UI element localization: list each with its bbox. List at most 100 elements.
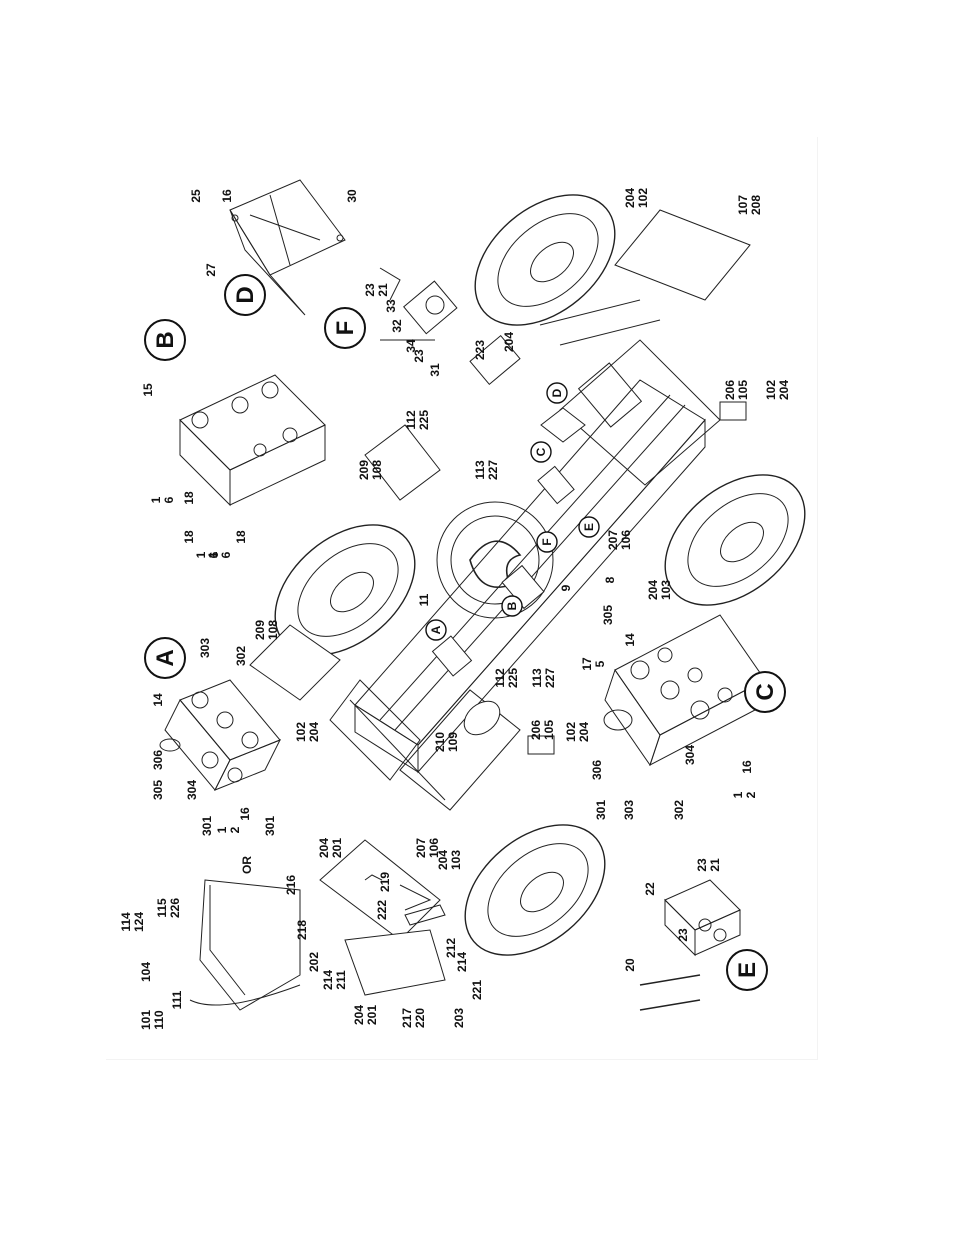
part-callout-n: 222 [375, 900, 389, 920]
part-callout-bn: 33 [384, 299, 398, 313]
part-callout-u: 207106 [414, 838, 441, 858]
part-callout-bc: 206105 [723, 380, 750, 400]
part-callout-d: 115226 [155, 898, 182, 918]
front-cover-104 [189, 879, 301, 1011]
part-callout-t: 204103 [436, 850, 463, 870]
part-callout-by: 302 [672, 800, 686, 820]
part-callout-an: 9 [559, 584, 573, 591]
locator-letter-d: D [546, 382, 568, 404]
svg-text:A: A [429, 625, 443, 634]
part-callout-bq: 23 [412, 349, 426, 363]
part-callout-ah: 210109 [433, 732, 460, 752]
part-callout-q: 221 [470, 980, 484, 1000]
part-callout-ag: 209108 [253, 620, 280, 640]
locator-letter-e: E [578, 516, 600, 538]
part-callout-bl: 27 [204, 263, 218, 277]
part-callout-r: 203 [452, 1008, 466, 1028]
part-callout-aw: 15 [141, 383, 155, 397]
part-callout-cb: 20 [623, 958, 637, 972]
part-callout-e: 114124 [119, 912, 146, 932]
svg-text:D: D [550, 388, 564, 397]
locator-letter-a: A [425, 619, 447, 641]
part-callout-s: 217220 [400, 1008, 427, 1028]
part-callout-c: 104 [139, 962, 153, 982]
part-callout-bg: 107208 [736, 195, 763, 215]
svg-text:C: C [752, 683, 779, 700]
svg-text:D: D [232, 286, 259, 303]
section-letter-e: E [726, 949, 768, 991]
part-callout-ao: 8 [603, 576, 617, 583]
part-callout-at: 18 [182, 530, 196, 544]
part-callout-ab: 301 [263, 816, 277, 836]
part-callout-bm: 2321 [363, 283, 390, 297]
part-callout-bt: 305 [601, 605, 615, 625]
part-callout-cd: 22 [643, 882, 657, 896]
part-callout-z: 12 [215, 826, 242, 833]
mount-plate-d [229, 179, 346, 316]
part-callout-bj: 16 [220, 189, 234, 203]
part-callout-ba: 207106 [606, 530, 633, 550]
wheel-front-left [274, 524, 416, 656]
part-callout-ar: 18 [182, 491, 196, 505]
part-callout-ap: 11 [417, 593, 431, 606]
part-callout-ac: 14 [151, 693, 165, 707]
part-callout-ay: 112225 [404, 410, 431, 430]
part-callout-af: 102204 [294, 722, 321, 742]
part-callout-bz: 12 [731, 791, 758, 798]
part-callout-bb: 204103 [646, 580, 673, 600]
part-callout-br: 31 [428, 363, 442, 377]
part-callout-o: 212 [444, 938, 458, 958]
part-callout-al: 102204 [564, 722, 591, 742]
part-callout-j: 218 [295, 920, 309, 940]
cover-plate-209 [249, 624, 341, 701]
svg-text:B: B [152, 331, 179, 348]
part-callout-ai: 112225 [493, 668, 520, 688]
part-callout-x: 304 [185, 780, 199, 800]
svg-text:F: F [332, 321, 359, 336]
part-callout-av: 18 [234, 530, 248, 544]
part-callout-bk: 30 [345, 189, 359, 203]
svg-text:A: A [152, 649, 179, 666]
part-callout-bp: 34 [404, 339, 418, 353]
part-callout-bs: 14 [623, 633, 637, 647]
section-letter-f: F [324, 307, 366, 349]
wheel-rear-right [664, 474, 806, 606]
part-callout-m: 219 [378, 872, 392, 892]
part-callout-p: 214 [455, 952, 469, 972]
part-callout-am: 175 [580, 657, 607, 671]
part-callout-bf: 204 [502, 332, 516, 352]
block-206 [527, 735, 555, 755]
part-callout-i: 202 [307, 952, 321, 972]
section-letter-b: B [144, 319, 186, 361]
section-letter-d: D [224, 274, 266, 316]
part-callout-h: 214211 [321, 970, 348, 990]
valve-f [379, 267, 458, 341]
part-callout-w: 306 [151, 750, 165, 770]
part-callout-aj: 113227 [530, 668, 557, 688]
part-callout-ce: 2321 [695, 858, 722, 872]
part-callout-au: 16 [194, 551, 221, 558]
locator-letter-b: B [501, 595, 523, 617]
part-callout-aa: 16 [238, 807, 252, 821]
section-letter-c: C [744, 671, 786, 713]
bumper-assembly [319, 839, 446, 996]
part-callout-v: 305 [151, 780, 165, 800]
part-callout-bx: 303 [622, 800, 636, 820]
wheel-front-right [464, 824, 606, 956]
part-callout-bw: 301 [594, 800, 608, 820]
locator-letter-f: F [536, 531, 558, 553]
locator-letter-c: C [530, 441, 552, 463]
section-letter-a: A [144, 637, 186, 679]
plate-107 [614, 209, 751, 301]
part-callout-a: 101110 [139, 1010, 166, 1030]
part-callout-as: 16 [206, 551, 233, 558]
part-callout-f: OR [240, 856, 254, 874]
part-callout-ae: 302 [234, 646, 248, 666]
part-callout-ax: 209108 [357, 460, 384, 480]
mini-valve-d [540, 407, 586, 443]
part-callout-b: 111 [170, 990, 184, 1009]
part-callout-be: 223 [473, 340, 487, 360]
